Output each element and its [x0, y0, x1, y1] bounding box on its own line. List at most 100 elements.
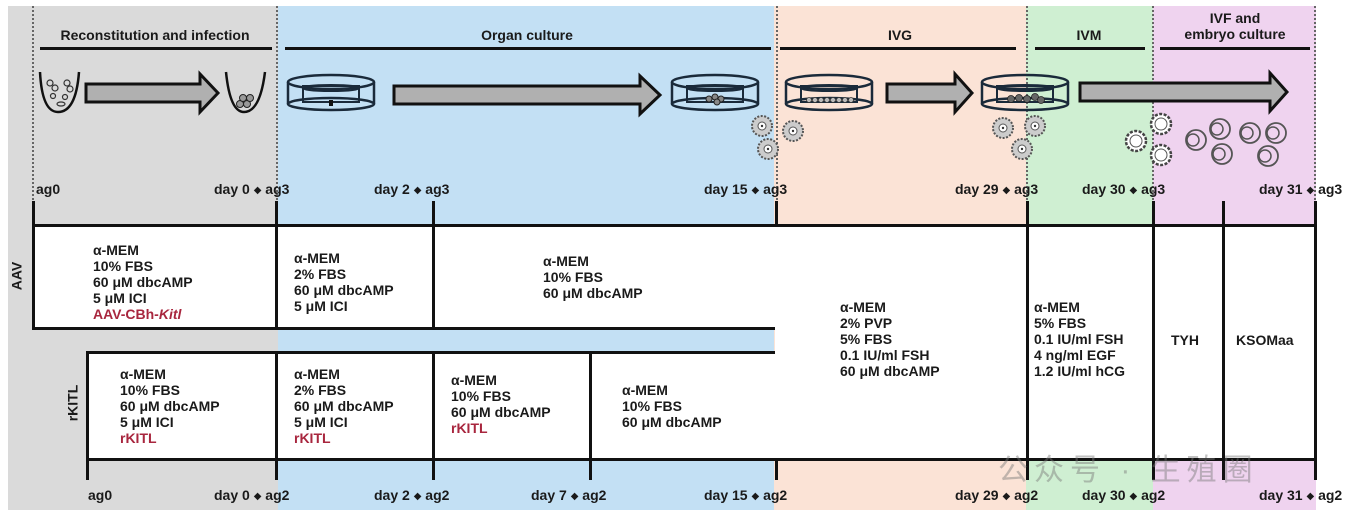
diamond-icon: ◆ [413, 185, 422, 196]
separator-dotted [32, 6, 34, 216]
tick-mark [86, 458, 89, 480]
culture-dish-icon [670, 73, 760, 112]
cell-divider [1026, 224, 1029, 461]
oocyte-icon [992, 115, 1046, 160]
medium-line: 5% FBS [1034, 315, 1087, 331]
aav-row [32, 224, 778, 330]
diamond-icon: ◆ [751, 185, 760, 196]
diamond-icon: ◆ [253, 491, 262, 502]
tick-mark [1152, 201, 1155, 227]
culture-dish-icon [286, 73, 376, 112]
separator-dotted [1314, 6, 1316, 216]
diamond-icon: ◆ [413, 491, 422, 502]
tick-mark [432, 458, 435, 480]
aav-vector-prefix: AAV-CBh- [93, 306, 159, 322]
top-timeline-tick: day 29 ◆ ag3 [955, 181, 1038, 197]
medium-line: 2% FBS [294, 266, 347, 282]
medium-line: 60 μM dbcAMP [543, 285, 643, 301]
medium-line: 5 μM ICI [294, 414, 348, 430]
tick-ag: ag3 [1014, 181, 1039, 197]
tick-ag: ag2 [1318, 487, 1343, 503]
medium-line: 5 μM ICI [120, 414, 174, 430]
tick-day: day 30 [1082, 181, 1126, 197]
aav-cell-day2-15: α-MEM 10% FBS 60 μM dbcAMP [543, 253, 643, 301]
top-timeline-tick: day 15 ◆ ag3 [704, 181, 787, 197]
diamond-icon: ◆ [1306, 185, 1315, 196]
medium-line: 0.1 IU/ml FSH [840, 347, 930, 363]
cell-divider [432, 351, 435, 461]
tick-day: day 15 [704, 487, 748, 503]
phase-title-organ-culture: Organ culture [481, 27, 573, 43]
cell-divider [432, 224, 435, 330]
rkitl-supplement: rKITL [451, 420, 488, 436]
culture-dish-icon [784, 73, 874, 112]
rkitl-cell-day2-7: α-MEM 10% FBS 60 μM dbcAMP rKITL [451, 372, 551, 436]
phase-title-reconstitution: Reconstitution and infection [60, 27, 250, 43]
tick-day: day 7 [531, 487, 567, 503]
tick-mark [275, 458, 278, 480]
diamond-icon: ◆ [1002, 185, 1011, 196]
phase-underline [1160, 47, 1310, 50]
follicle-icon [751, 115, 804, 160]
medium-line: α-MEM [294, 250, 340, 266]
phase-underline [285, 47, 771, 50]
medium-line: 2% PVP [840, 315, 893, 331]
aav-cell-recon: α-MEM 10% FBS 60 μM dbcAMP 5 μM ICI AAV-… [93, 242, 193, 322]
phase-underline [1035, 47, 1145, 50]
medium-line: 60 μM dbcAMP [294, 398, 394, 414]
well-with-cells-icon [38, 71, 81, 114]
tick-ag: ag2 [1141, 487, 1166, 503]
embryo-icon [1185, 118, 1287, 167]
diamond-icon: ◆ [1129, 185, 1138, 196]
medium-line: 60 μM dbcAMP [294, 282, 394, 298]
medium-line: α-MEM [93, 242, 139, 258]
row-label-rkitl: rKITL [64, 384, 81, 422]
tick-mark [32, 201, 35, 227]
medium-line: α-MEM [120, 366, 166, 382]
medium-line: 5 μM ICI [294, 298, 348, 314]
row-label-aav: AAV [8, 261, 25, 291]
medium-line: 5% FBS [840, 331, 893, 347]
ivg-cell: α-MEM 2% PVP 5% FBS 0.1 IU/ml FSH 60 μM … [840, 299, 940, 379]
tick-day: day 2 [374, 487, 410, 503]
arrow-icon [392, 72, 663, 118]
tick-day: day 0 [214, 181, 250, 197]
medium-line: 10% FBS [120, 382, 180, 398]
tick-mark [775, 201, 778, 227]
bottom-timeline-tick: day 2 ◆ ag2 [374, 487, 449, 503]
tick-day: day 0 [214, 487, 250, 503]
ivm-cell: α-MEM 5% FBS 0.1 IU/ml FSH 4 ng/ml EGF 1… [1034, 299, 1125, 379]
tick-mark [1314, 458, 1317, 480]
tick-ag: ag2 [1014, 487, 1039, 503]
medium-line: 60 μM dbcAMP [120, 398, 220, 414]
medium-line: α-MEM [840, 299, 886, 315]
tick-ag: ag2 [265, 487, 290, 503]
rkitl-cell-day0-2: α-MEM 2% FBS 60 μM dbcAMP 5 μM ICI rKITL [294, 366, 394, 446]
top-timeline-tick: day 31 ◆ ag3 [1259, 181, 1342, 197]
medium-line: 60 μM dbcAMP [840, 363, 940, 379]
tick-day: day 15 [704, 181, 748, 197]
medium-line: 1.2 IU/ml hCG [1034, 363, 1126, 379]
tick-ag: ag3 [1318, 181, 1343, 197]
bottom-timeline-tick: day 29 ◆ ag2 [955, 487, 1038, 503]
medium-line: 0.1 IU/ml FSH [1034, 331, 1124, 347]
diamond-icon: ◆ [1002, 491, 1011, 502]
bottom-timeline-tick: day 31 ◆ ag2 [1259, 487, 1342, 503]
medium-line: 10% FBS [622, 398, 682, 414]
phase-title-ivm: IVM [1076, 27, 1102, 43]
cell-divider [275, 351, 278, 461]
diamond-icon: ◆ [751, 491, 760, 502]
tick-mark [1314, 201, 1317, 227]
tick-mark [1222, 201, 1225, 227]
tyh-cell: TYH [1171, 332, 1199, 348]
diamond-icon: ◆ [570, 491, 579, 502]
diamond-icon: ◆ [1129, 491, 1138, 502]
well-aggregate-icon [224, 71, 267, 114]
phase-underline [40, 47, 272, 50]
tick-day: day 2 [374, 181, 410, 197]
tick-day: day 31 [1259, 181, 1303, 197]
medium-line: 4 ng/ml EGF [1034, 347, 1116, 363]
rkitl-supplement: rKITL [120, 430, 157, 446]
medium-line: 10% FBS [543, 269, 603, 285]
bottom-timeline-start: ag0 [88, 487, 113, 503]
